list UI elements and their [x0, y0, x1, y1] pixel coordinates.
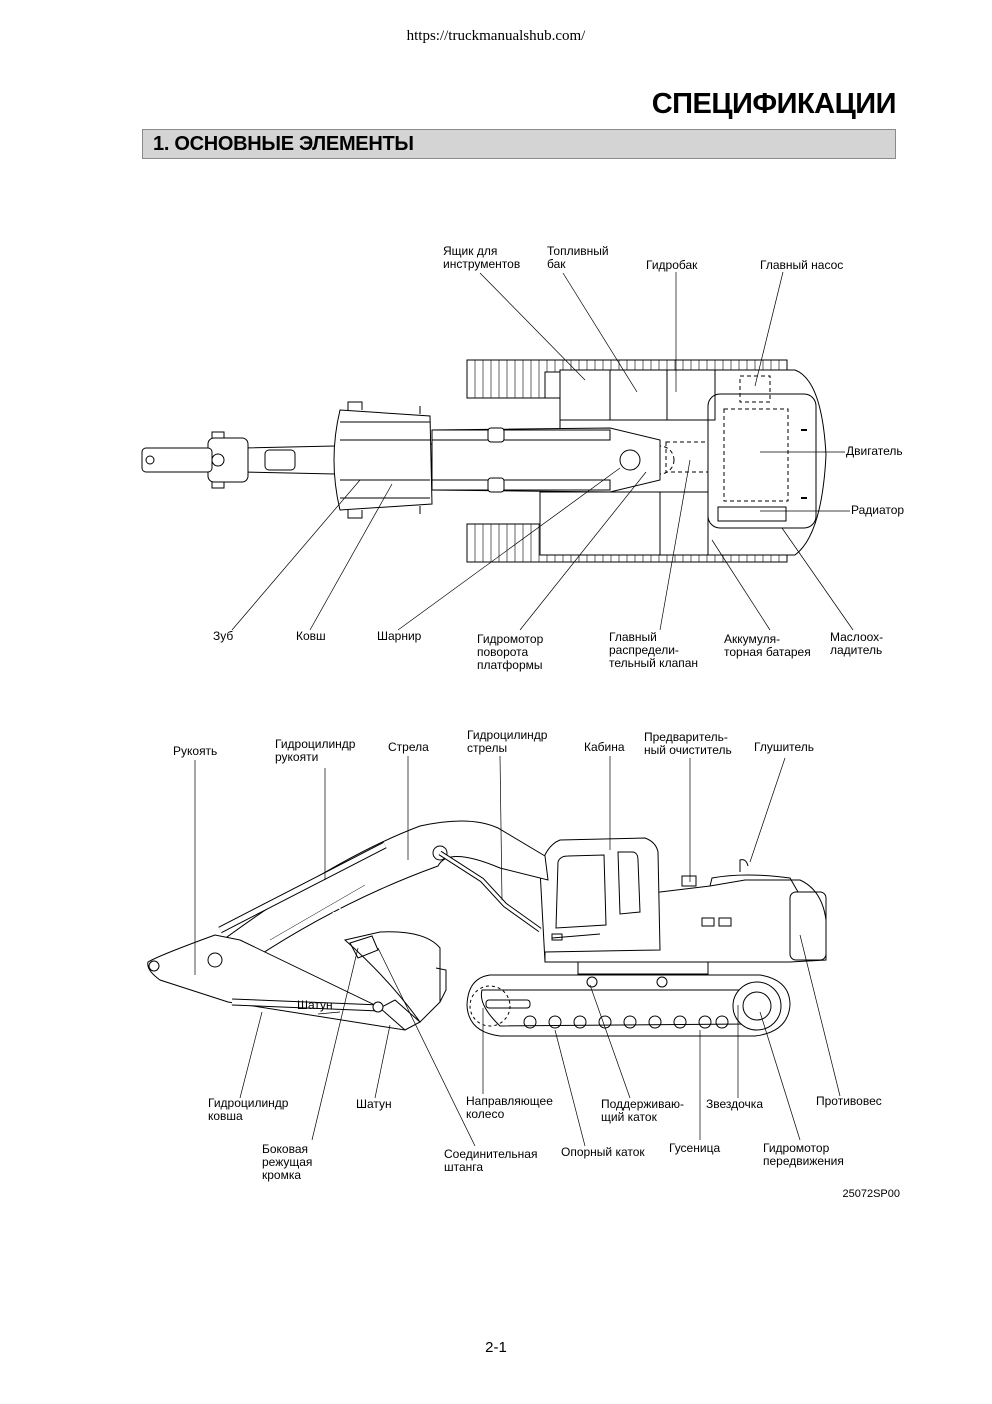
track-rollers: [523, 1015, 729, 1029]
radiator-top: [717, 506, 787, 522]
label-main-pump: Главный насос: [760, 258, 844, 272]
label-boom-cylinder: Гидроцилиндр стрелы: [467, 728, 548, 755]
label-tool-box: Ящик для инструментов: [443, 244, 521, 271]
label-oil-cooler: Маслоох- ладитель: [830, 630, 884, 657]
label-track-roller: Опорный каток: [561, 1145, 645, 1159]
engine-cover-side: [709, 874, 799, 893]
label-boom: Стрела: [388, 740, 429, 754]
sprocket-side: [732, 981, 782, 1031]
side-view-drawing: HYUNDAI: [147, 820, 827, 1037]
carrier-roller-2: [656, 976, 668, 988]
bucket-top: [333, 409, 433, 511]
label-side-cutter: Боковая режущая кромка: [262, 1142, 313, 1182]
counterweight-side: [789, 891, 827, 961]
label-arm: Рукоять: [173, 744, 218, 758]
label-precleaner: Предваритель- ный очиститель: [644, 730, 732, 757]
top-view-drawing: [141, 359, 827, 563]
label-track: Гусеница: [669, 1141, 721, 1155]
figure-code: 25072SP00: [842, 1188, 901, 1200]
label-muffler: Глушитель: [754, 740, 815, 754]
label-link-upper: Шатун: [297, 998, 333, 1012]
label-idler: Направляющее колесо: [466, 1094, 553, 1121]
label-link-lower: Шатун: [356, 1097, 392, 1111]
section-title-bar: 1. ОСНОВНЫЕ ЭЛЕМЕНТЫ: [142, 129, 896, 159]
label-radiator: Радиатор: [851, 503, 905, 517]
cab-side: [539, 837, 661, 963]
label-tooth: Зуб: [213, 629, 234, 643]
tool-box-top: [544, 371, 561, 399]
label-battery: Аккумуля- торная батарея: [724, 632, 811, 659]
carrier-roller-1: [586, 976, 598, 988]
label-main-control-valve: Главный распредели- тельный клапан: [609, 630, 699, 670]
muffler-side: [739, 859, 749, 872]
label-arm-cylinder: Гидроцилиндр рукояти: [275, 737, 356, 764]
label-fuel-tank: Топливный бак: [547, 244, 609, 271]
label-joint: Шарнир: [377, 629, 422, 643]
label-bucket: Ковш: [296, 629, 326, 643]
section-title: 1. ОСНОВНЫЕ ЭЛЕМЕНТЫ: [153, 133, 414, 155]
chapter-title: СПЕЦИФИКАЦИИ: [651, 88, 897, 120]
label-cab: Кабина: [584, 740, 625, 754]
main-pump-block: [739, 375, 771, 403]
label-bucket-cylinder: Гидроцилиндр ковша: [208, 1096, 289, 1123]
label-swing-motor: Гидромотор поворота платформы: [477, 632, 544, 672]
idler-side: [469, 985, 511, 1027]
label-hydraulic-tank: Гидробак: [646, 258, 698, 272]
main-valve-top: [665, 441, 709, 473]
label-sprocket: Звездочка: [706, 1097, 763, 1111]
label-counterweight: Противовес: [816, 1094, 882, 1108]
label-travel-motor: Гидромотор передвижения: [763, 1141, 844, 1168]
precleaner-side: [681, 875, 697, 887]
engine-inner: [723, 408, 789, 502]
label-engine: Двигатель: [846, 444, 903, 458]
upper-structure-outline: [539, 369, 827, 556]
page-number: 2-1: [485, 1339, 507, 1356]
side-view-leaders: [194, 755, 841, 1147]
top-view-leaders: [231, 271, 854, 631]
engine-hood: [707, 393, 817, 529]
label-connecting-rod: Соединительная штанга: [444, 1147, 538, 1174]
header-url: https://truckmanualshub.com/: [406, 28, 586, 44]
label-carrier-roller: Поддерживаю- щий каток: [601, 1097, 685, 1124]
